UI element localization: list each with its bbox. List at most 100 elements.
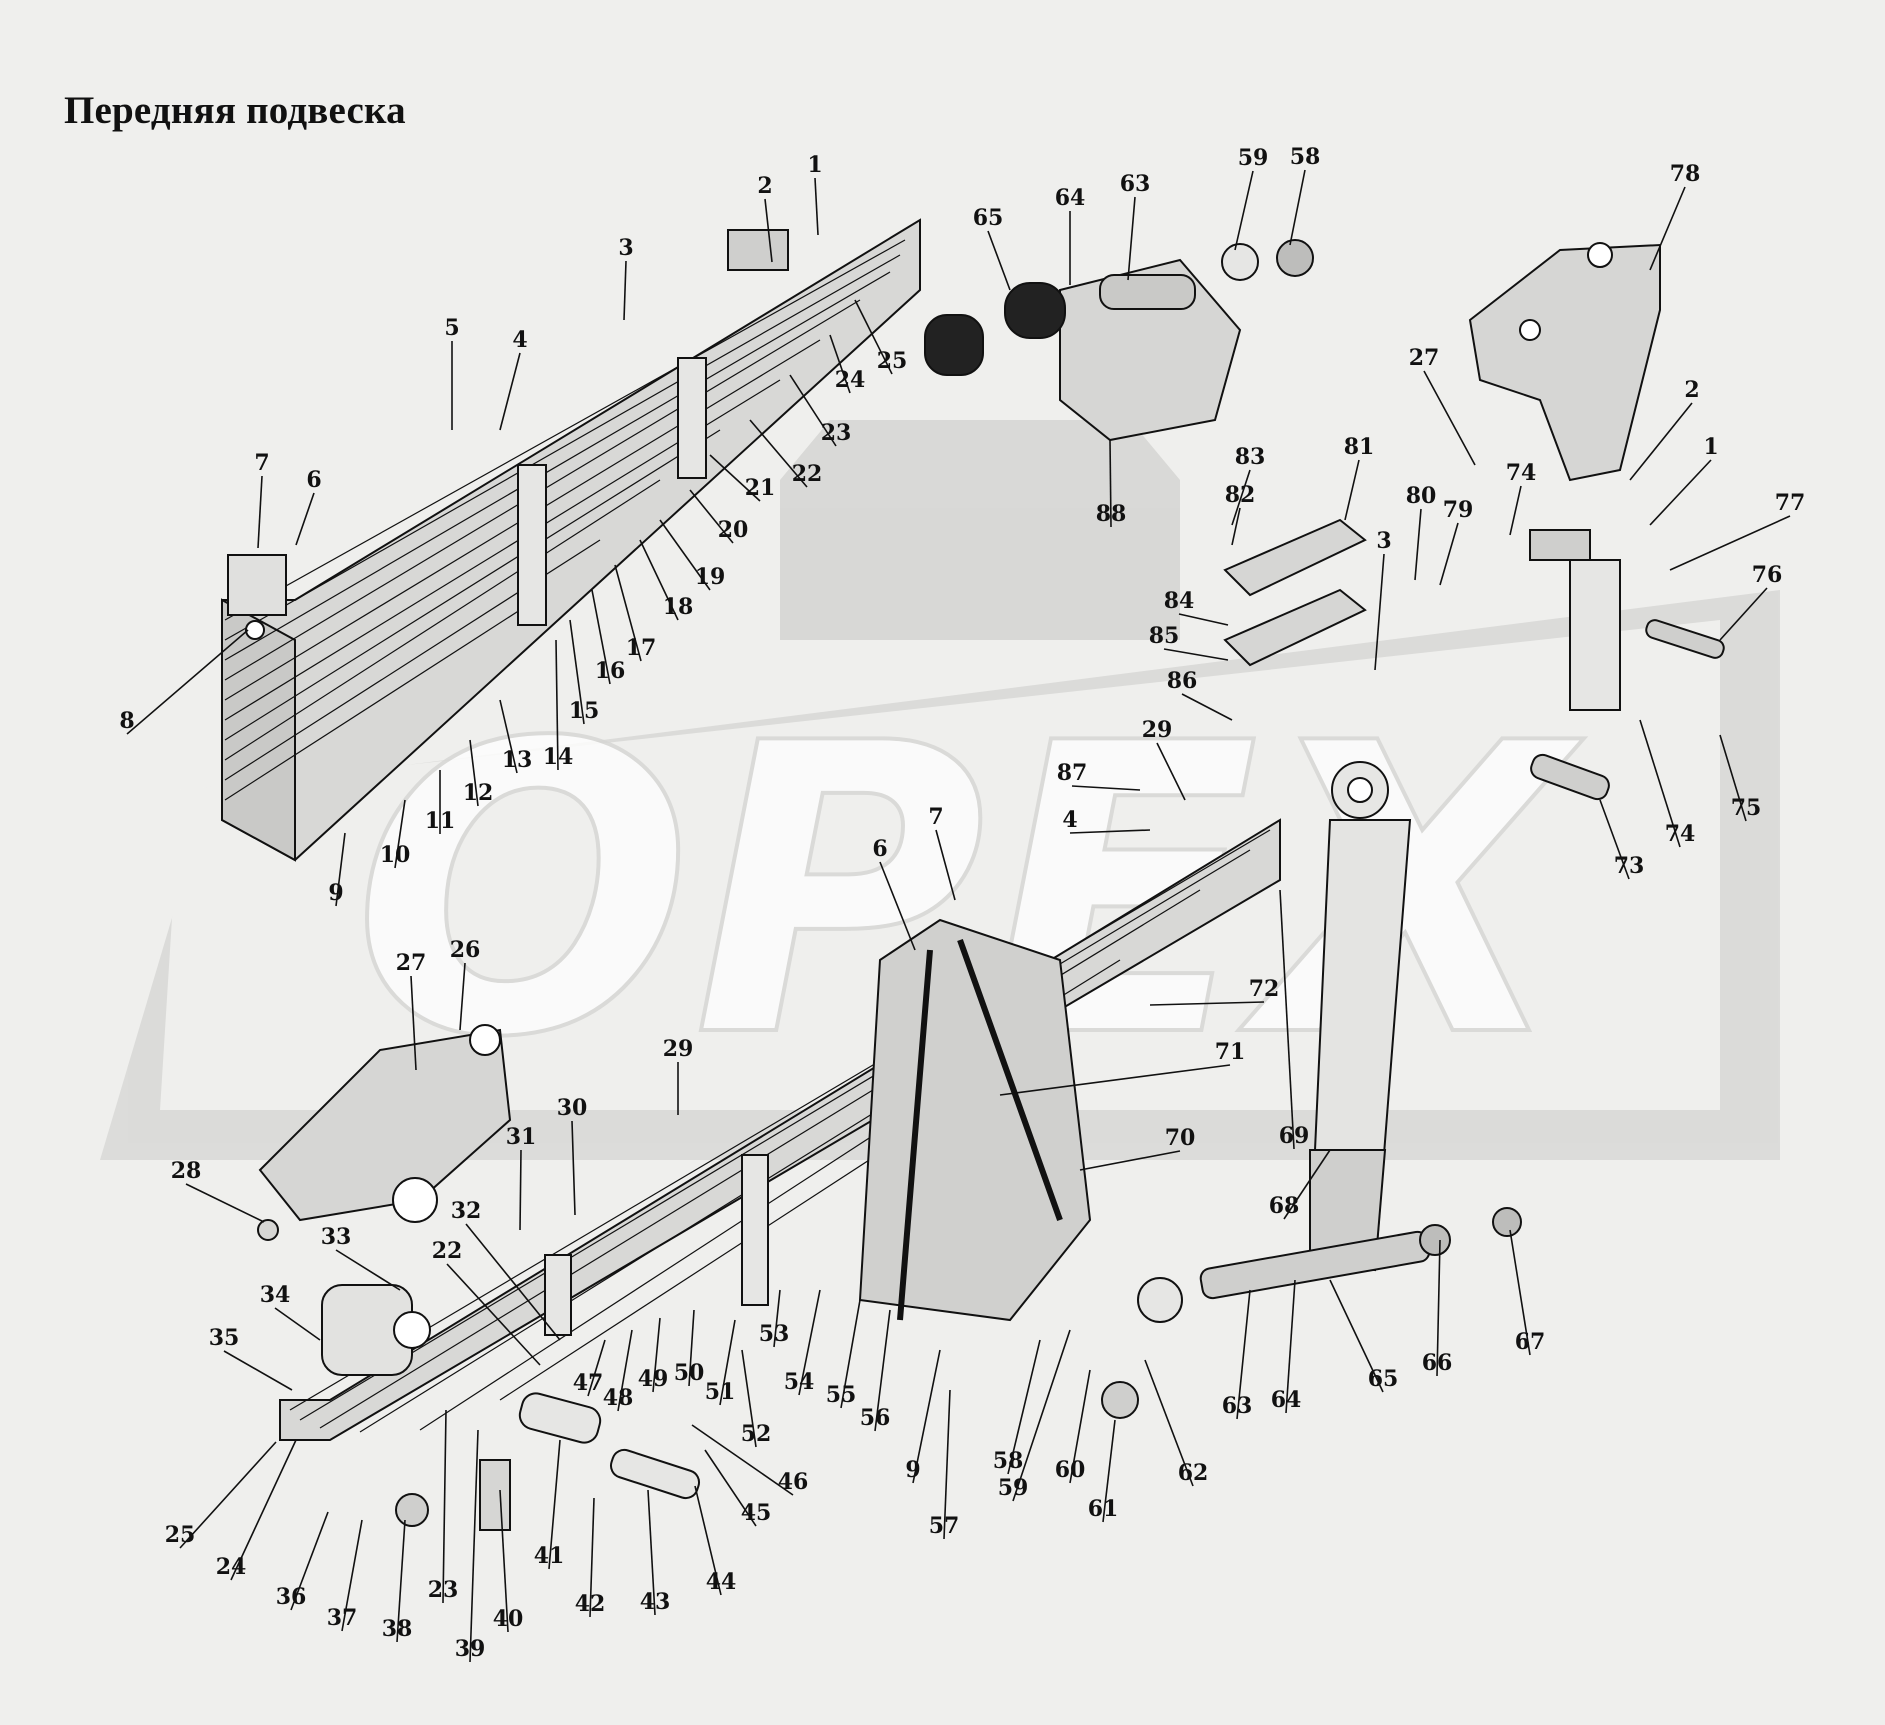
callout-leader — [1279, 889, 1295, 1150]
callout-3: 3 — [1374, 528, 1392, 671]
callout-leader — [185, 1183, 265, 1223]
callout-number: 64 — [1271, 1387, 1302, 1413]
callout-leader — [659, 519, 711, 591]
callout-leader — [1071, 785, 1141, 791]
callout-number: 78 — [1670, 161, 1701, 187]
callout-number: 26 — [450, 937, 481, 963]
callout-70: 70 — [1079, 1125, 1196, 1171]
callout-32: 32 — [451, 1198, 561, 1341]
callout-number: 10 — [380, 842, 411, 868]
callout-leader — [652, 1317, 661, 1393]
callout-leader — [469, 739, 479, 807]
callout-number: 17 — [626, 635, 657, 661]
callout-leader — [335, 1249, 401, 1291]
callout-19: 19 — [659, 519, 725, 591]
callout-number: 2 — [757, 173, 772, 199]
callout-number: 4 — [512, 327, 527, 353]
callout-27: 27 — [1409, 345, 1476, 466]
callout-leader — [335, 832, 346, 907]
callout-42: 42 — [575, 1497, 605, 1618]
callout-number: 58 — [1290, 144, 1321, 170]
callout-number: 59 — [998, 1475, 1029, 1501]
callout-number: 7 — [254, 450, 269, 476]
callout-number: 70 — [1165, 1125, 1196, 1151]
callout-62: 62 — [1144, 1359, 1209, 1487]
callout-26: 26 — [450, 937, 481, 1031]
callout-number: 88 — [1096, 501, 1127, 527]
callout-leader — [223, 1350, 293, 1391]
callout-65: 65 — [973, 205, 1011, 291]
callout-number: 87 — [1057, 760, 1088, 786]
callout-number: 8 — [119, 708, 134, 734]
callout-47: 47 — [573, 1339, 606, 1397]
callout-number: 84 — [1164, 588, 1195, 614]
callout-9: 9 — [328, 832, 346, 907]
callout-40: 40 — [493, 1489, 523, 1633]
callout-number: 65 — [1368, 1366, 1399, 1392]
callout-leader — [829, 334, 851, 394]
callout-54: 54 — [784, 1289, 821, 1396]
callout-76: 76 — [1719, 562, 1782, 641]
callout-74: 74 — [1639, 719, 1695, 848]
callout-number: 83 — [1235, 444, 1266, 470]
callout-number: 20 — [718, 517, 749, 543]
callout-leader — [1374, 553, 1385, 671]
callout-leader — [1629, 402, 1693, 481]
callout-leader — [1012, 1329, 1071, 1502]
callout-24: 24 — [216, 1439, 297, 1581]
callout-number: 37 — [327, 1605, 358, 1631]
callout-number: 59 — [1238, 145, 1269, 171]
callout-number: 86 — [1167, 668, 1198, 694]
callout-leader — [647, 1489, 656, 1616]
callout-number: 22 — [432, 1238, 463, 1264]
callout-leader — [469, 1429, 479, 1663]
callout-63: 63 — [1120, 171, 1150, 281]
callout-number: 24 — [835, 367, 866, 393]
callout-28: 28 — [171, 1158, 265, 1223]
callout-leader — [499, 1489, 509, 1633]
callout-number: 7 — [928, 804, 943, 830]
callout-number: 58 — [993, 1448, 1024, 1474]
callout-number: 23 — [821, 420, 852, 446]
callout-leader — [1007, 1339, 1041, 1475]
callout-25: 25 — [165, 1441, 277, 1549]
callout-number: 27 — [1409, 345, 1440, 371]
callout-leader — [879, 861, 916, 951]
callout-leader — [499, 699, 518, 774]
callout-leader — [1599, 799, 1630, 880]
callout-leader — [394, 799, 406, 869]
callout-number: 62 — [1178, 1460, 1209, 1486]
callout-29: 29 — [1142, 717, 1186, 801]
callout-leader — [1285, 1279, 1296, 1414]
callout-7: 7 — [254, 450, 270, 549]
callout-leader — [459, 962, 466, 1031]
callout-number: 39 — [455, 1636, 486, 1662]
callout-number: 73 — [1614, 853, 1645, 879]
shock-absorber — [1199, 761, 1522, 1300]
callout-leader — [1231, 469, 1251, 526]
callout-number: 47 — [573, 1370, 604, 1396]
callout-number: 32 — [451, 1198, 482, 1224]
callout-25: 25 — [854, 299, 907, 375]
callout-number: 67 — [1515, 1329, 1546, 1355]
loose-hardware — [257, 1219, 1183, 1531]
callout-48: 48 — [603, 1329, 633, 1412]
callout-number: 22 — [792, 461, 823, 487]
callout-18: 18 — [639, 539, 693, 621]
callout-number: 27 — [396, 950, 427, 976]
callout-leader — [1109, 439, 1112, 528]
callout-leader — [773, 1289, 781, 1348]
callout-59: 59 — [1234, 145, 1269, 251]
callout-leader — [499, 352, 521, 431]
callout-leader — [1639, 719, 1681, 848]
callout-27: 27 — [396, 950, 427, 1071]
callout-leader — [1289, 169, 1306, 246]
callout-64: 64 — [1271, 1279, 1302, 1414]
callout-leader — [257, 475, 263, 549]
callout-leader — [1069, 829, 1151, 834]
callout-43: 43 — [640, 1489, 670, 1616]
callout-leader — [396, 1519, 406, 1643]
callout-2: 2 — [1629, 377, 1700, 481]
callout-number: 66 — [1422, 1350, 1453, 1376]
